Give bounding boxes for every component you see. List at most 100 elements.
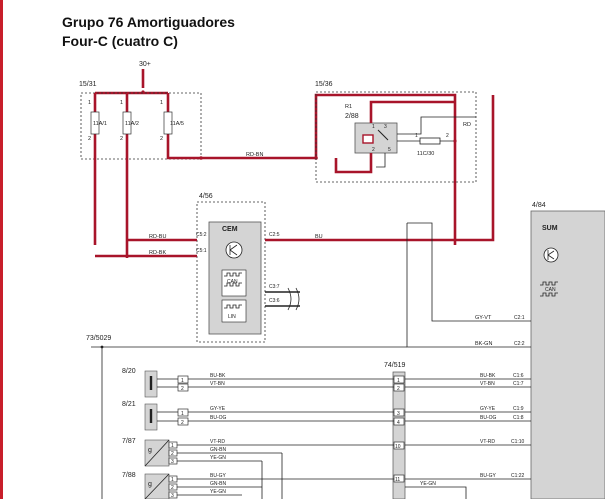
relay-coil-wire <box>334 153 373 174</box>
wire-label-ye-gn: YE-GN <box>420 481 436 487</box>
sum-ref: 4/84 <box>532 202 546 209</box>
wire-label: BU-GY <box>480 473 497 479</box>
wire-label: VT-RD <box>210 439 225 445</box>
ground-ref: 73/5029 <box>86 335 111 342</box>
svg-text:1: 1 <box>397 378 400 384</box>
sensor-8-20: 1 2 <box>144 370 189 398</box>
sum-connector: C1:8 <box>513 415 524 421</box>
junction-pin: 1 <box>393 375 405 384</box>
relaybox-outline <box>315 91 477 183</box>
wire-label: VT-RD <box>480 439 495 445</box>
junction-pin: 11 <box>393 474 405 483</box>
power-feed <box>95 69 168 95</box>
sensor-stub <box>157 378 178 388</box>
can-bus-stub <box>265 287 300 311</box>
svg-text:2: 2 <box>372 147 375 153</box>
sensor-wire <box>188 378 394 388</box>
diagram-title: Grupo 76 Amortiguadores <box>62 14 235 30</box>
wire-label-rd-bu: RD-BU <box>149 234 166 240</box>
junction-block <box>392 371 406 499</box>
cem-module: CEM CAN LIN <box>208 221 262 335</box>
can-signal-icon: CAN <box>540 281 558 297</box>
wire-label: GN-BN <box>210 447 227 453</box>
sensor-8-21: 1 2 <box>144 403 189 431</box>
svg-text:2: 2 <box>171 485 174 491</box>
sensor-7-88: g 1 2 3 <box>144 473 178 499</box>
junction-ref: 74/519 <box>384 362 406 369</box>
cem-connector-c51: C5:1 <box>196 248 207 254</box>
fuse-11a5: 1 2 11A/5 <box>160 93 457 245</box>
svg-text:11A/2: 11A/2 <box>125 121 139 127</box>
svg-text:1: 1 <box>415 133 418 139</box>
svg-text:11A/5: 11A/5 <box>170 121 184 127</box>
bottom-stub <box>261 453 283 499</box>
svg-text:1: 1 <box>120 100 123 106</box>
cem-connector-c37: C3:7 <box>269 284 280 290</box>
power-label: 30+ <box>139 61 151 68</box>
fusebox-outline <box>80 92 202 160</box>
wire-label: GY-YE <box>480 406 496 412</box>
svg-text:g: g <box>148 447 152 454</box>
relay-id: R1 <box>345 104 352 110</box>
relay-ref: 2/88 <box>345 113 359 120</box>
svg-text:2: 2 <box>181 420 184 426</box>
relay-rd-label: RD <box>463 122 471 128</box>
relaybox-id: 15/36 <box>315 81 333 88</box>
fuse-11a2: 1 2 11A/2 <box>120 93 139 258</box>
sensor-ref-8-21: 8/21 <box>122 401 136 408</box>
svg-text:CEM: CEM <box>222 226 238 233</box>
wire-label: BU-BK <box>480 373 496 379</box>
junction-pin: 4 <box>393 417 405 426</box>
wire-label: BU-OG <box>210 415 227 421</box>
svg-text:2: 2 <box>181 386 184 392</box>
sensor-wire <box>177 478 394 496</box>
svg-text:1: 1 <box>372 124 375 130</box>
wire-bu <box>265 95 495 242</box>
svg-text:3: 3 <box>171 493 174 499</box>
sum-connector: C1:10 <box>511 439 525 445</box>
wire-label-bk-gn: BK-GN <box>475 341 492 347</box>
sum-name: SUM <box>542 225 558 232</box>
cem-outline <box>196 201 266 343</box>
svg-text:2: 2 <box>446 133 449 139</box>
wire-label: VT-BN <box>480 381 495 387</box>
junction-pin: 2 <box>393 383 405 392</box>
wire-label: VT-BN <box>210 381 225 387</box>
diagram-subtitle: Four-C (cuatro C) <box>62 33 178 49</box>
svg-text:4: 4 <box>397 420 400 426</box>
svg-text:1: 1 <box>181 378 184 384</box>
wire-label-rd-bk: RD-BK <box>149 250 166 256</box>
svg-text:1: 1 <box>181 411 184 417</box>
svg-text:3: 3 <box>171 459 174 465</box>
sum-connector: C1:6 <box>513 373 524 379</box>
svg-text:2: 2 <box>88 136 91 142</box>
svg-text:3: 3 <box>384 124 387 130</box>
wire-label-bu: BU <box>315 234 323 240</box>
relay-feed-wire <box>369 100 455 123</box>
sensor-ref-7-88: 7/88 <box>122 472 136 479</box>
junction-dot <box>100 345 104 349</box>
svg-text:1: 1 <box>160 100 163 106</box>
wire-label-gy-vt: GY-VT <box>475 315 492 321</box>
svg-text:2: 2 <box>120 136 123 142</box>
cem-ref: 4/56 <box>199 193 213 200</box>
junction-dot <box>199 156 203 160</box>
svg-text:5: 5 <box>388 147 391 153</box>
fusebox-id: 15/31 <box>79 81 97 88</box>
sum-connector: C1:22 <box>511 473 525 479</box>
relay-contact-wire <box>376 153 386 168</box>
svg-text:CAN: CAN <box>227 279 238 285</box>
svg-text:2: 2 <box>171 451 174 457</box>
fuse-11c30: 1 2 11C/30 <box>397 133 455 157</box>
sensor-7-87: g 1 2 3 <box>144 439 178 467</box>
wire-label: YE-GN <box>210 455 226 461</box>
fuse-11a1: 1 2 11A/1 <box>88 93 107 245</box>
svg-text:2: 2 <box>397 386 400 392</box>
svg-text:10: 10 <box>395 444 401 450</box>
junction-pin: 3 <box>393 408 405 417</box>
svg-text:LIN: LIN <box>228 314 236 320</box>
wire-bk-gn <box>406 223 531 348</box>
cem-connector-c25: C2:5 <box>269 232 280 238</box>
ye-gn-wire <box>405 486 467 499</box>
